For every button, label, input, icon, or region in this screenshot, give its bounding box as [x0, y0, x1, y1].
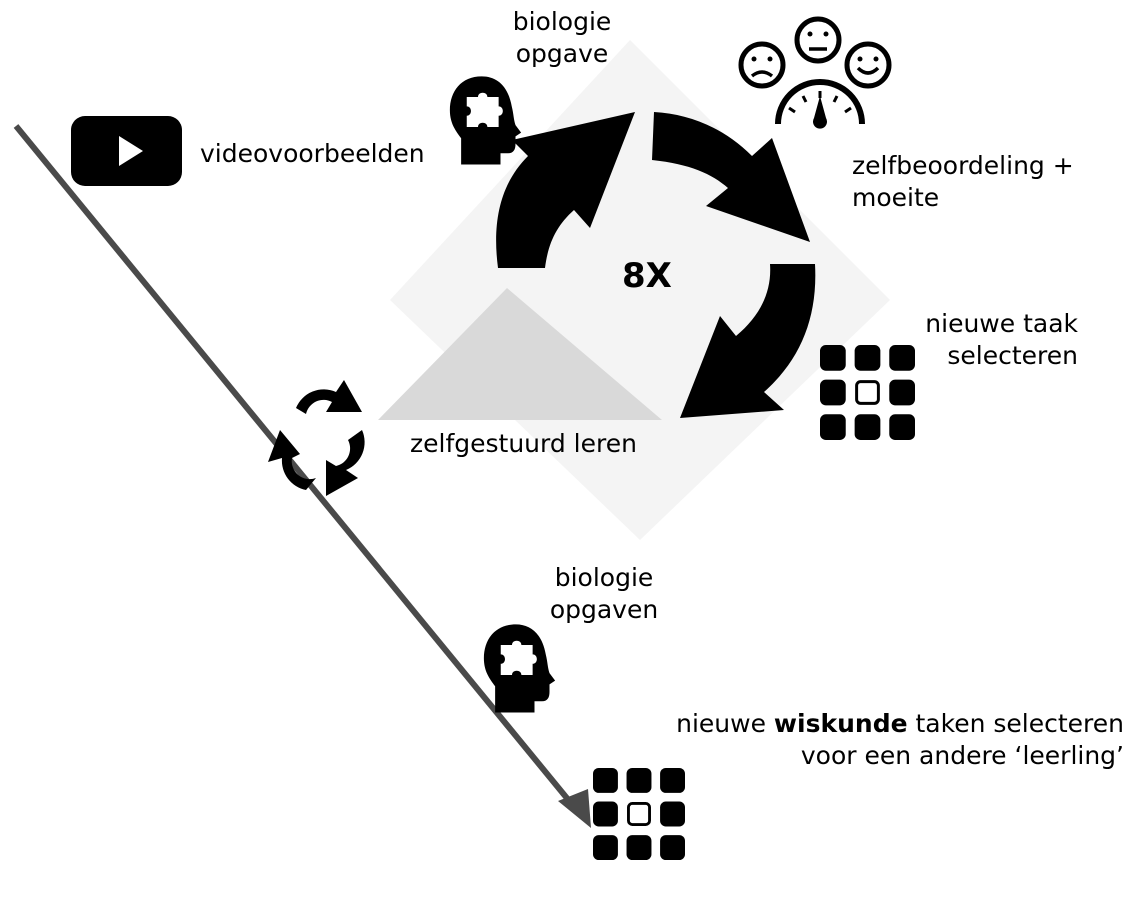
cycle-arrows-icon	[268, 380, 365, 496]
emotion-meter-icon	[738, 16, 892, 129]
label-videovoorbeelden: videovoorbeelden	[200, 139, 425, 168]
label-biologie-opgave: biologie opgave	[512, 7, 612, 68]
wiskunde-pre: nieuwe	[676, 709, 774, 738]
head-puzzle-icon	[449, 76, 522, 165]
label-center-count: 8X	[622, 256, 672, 296]
timeline-arrow	[13, 124, 591, 828]
cycle-arrow-left	[496, 112, 635, 268]
label-zelfbeoordeling: zelfbeoordeling + moeite	[852, 151, 1074, 212]
cycle-arrow-bottom-right	[680, 264, 816, 418]
task-grid-icon	[820, 345, 915, 440]
label-wiskunde-taken: nieuwe wiskunde taken selecteren voor ee…	[676, 709, 1124, 770]
label-biologie-opgaven: biologie opgaven	[549, 563, 659, 624]
wiskunde-bold: wiskunde	[773, 709, 908, 738]
head-puzzle-icon-2	[483, 624, 556, 713]
cycle-arrow-top-right	[652, 112, 810, 242]
wiskunde-post: taken selecteren	[907, 709, 1124, 738]
video-play-icon	[71, 116, 182, 186]
label-nieuwe-taak: nieuwe taak selecteren	[925, 309, 1078, 370]
label-zelfgestuurd-leren: zelfgestuurd leren	[410, 429, 637, 458]
task-grid-icon-2	[593, 768, 685, 860]
cycle-arrows	[496, 112, 816, 418]
background-triangle	[378, 288, 662, 420]
